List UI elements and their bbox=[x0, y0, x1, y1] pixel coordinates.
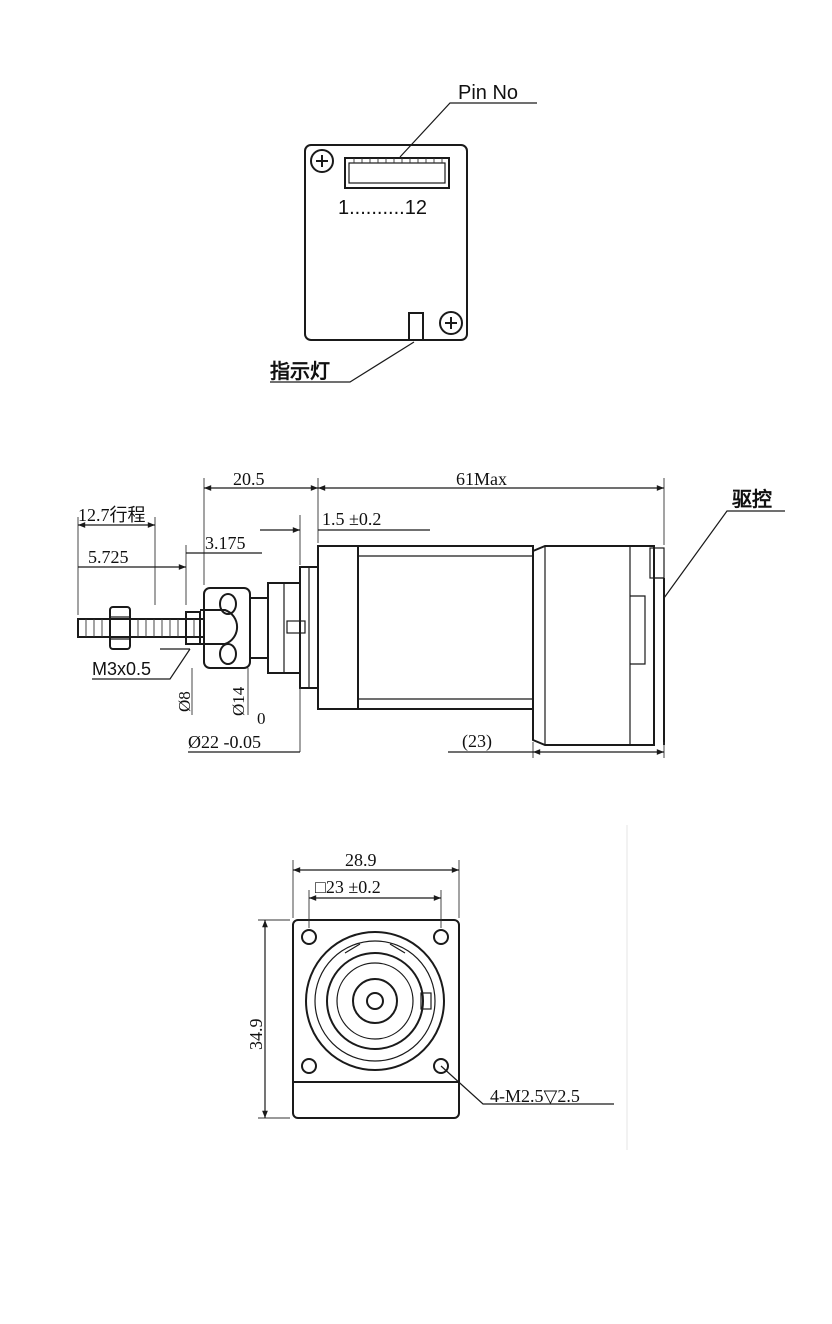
dim-5-725: 5.725 bbox=[88, 547, 129, 567]
dim-23sq: □23 ±0.2 bbox=[315, 877, 381, 897]
indicator-label: 指示灯 bbox=[270, 359, 330, 383]
dim-34-9: 34.9 bbox=[246, 1019, 266, 1051]
flange-circles bbox=[305, 931, 445, 1071]
dim-1-5: 1.5 ±0.2 bbox=[322, 509, 381, 529]
motor-body bbox=[317, 545, 534, 710]
driver-leader-line bbox=[663, 510, 785, 599]
hole-label: 4-M2.5▽2.5 bbox=[490, 1086, 580, 1106]
dim-23: (23) bbox=[462, 731, 492, 752]
mounting-holes bbox=[301, 929, 449, 1074]
indicator-led bbox=[408, 312, 424, 341]
driver-board-outline bbox=[304, 144, 468, 341]
dim-61max: 61Max bbox=[456, 469, 507, 489]
tol-upper: 0 bbox=[257, 709, 266, 728]
side-view: 20.5 61Max 驱控 12.7行程 1.5 ±0.2 5.725 3.17… bbox=[77, 469, 785, 758]
dim-3-175: 3.175 bbox=[205, 533, 246, 553]
thread-leader-line bbox=[92, 648, 191, 680]
driver-label: 驱控 bbox=[732, 487, 772, 511]
screw-icon bbox=[310, 149, 334, 173]
front-outline bbox=[292, 919, 460, 1119]
driver-box bbox=[532, 545, 665, 746]
indicator-leader-line bbox=[270, 341, 415, 383]
front-view: 28.9 □23 ±0.2 34.9 4-M2.5▽2.5 bbox=[246, 850, 614, 1119]
hole-leader-line bbox=[440, 1065, 614, 1105]
top-view: Pin No 1..........12 指示灯 bbox=[270, 82, 537, 383]
pin-range-label: 1..........12 bbox=[338, 197, 427, 219]
thread-label: M3x0.5 bbox=[92, 659, 151, 679]
flange bbox=[267, 566, 319, 689]
pin-label: Pin No bbox=[458, 82, 518, 104]
dimension-lines bbox=[78, 485, 665, 755]
dim-20-5: 20.5 bbox=[233, 469, 265, 489]
screw-icon bbox=[439, 311, 463, 335]
nut-block bbox=[200, 587, 269, 669]
lead-screw bbox=[77, 606, 205, 650]
dia-14: Ø14 bbox=[229, 686, 248, 716]
dia-8: Ø8 bbox=[175, 691, 194, 712]
dia-22: Ø22 -0.05 bbox=[188, 732, 261, 752]
dim-28-9: 28.9 bbox=[345, 850, 377, 870]
dim-stroke: 12.7行程 bbox=[78, 505, 146, 525]
pin-leader-line bbox=[399, 102, 537, 158]
pin-connector bbox=[344, 157, 450, 189]
